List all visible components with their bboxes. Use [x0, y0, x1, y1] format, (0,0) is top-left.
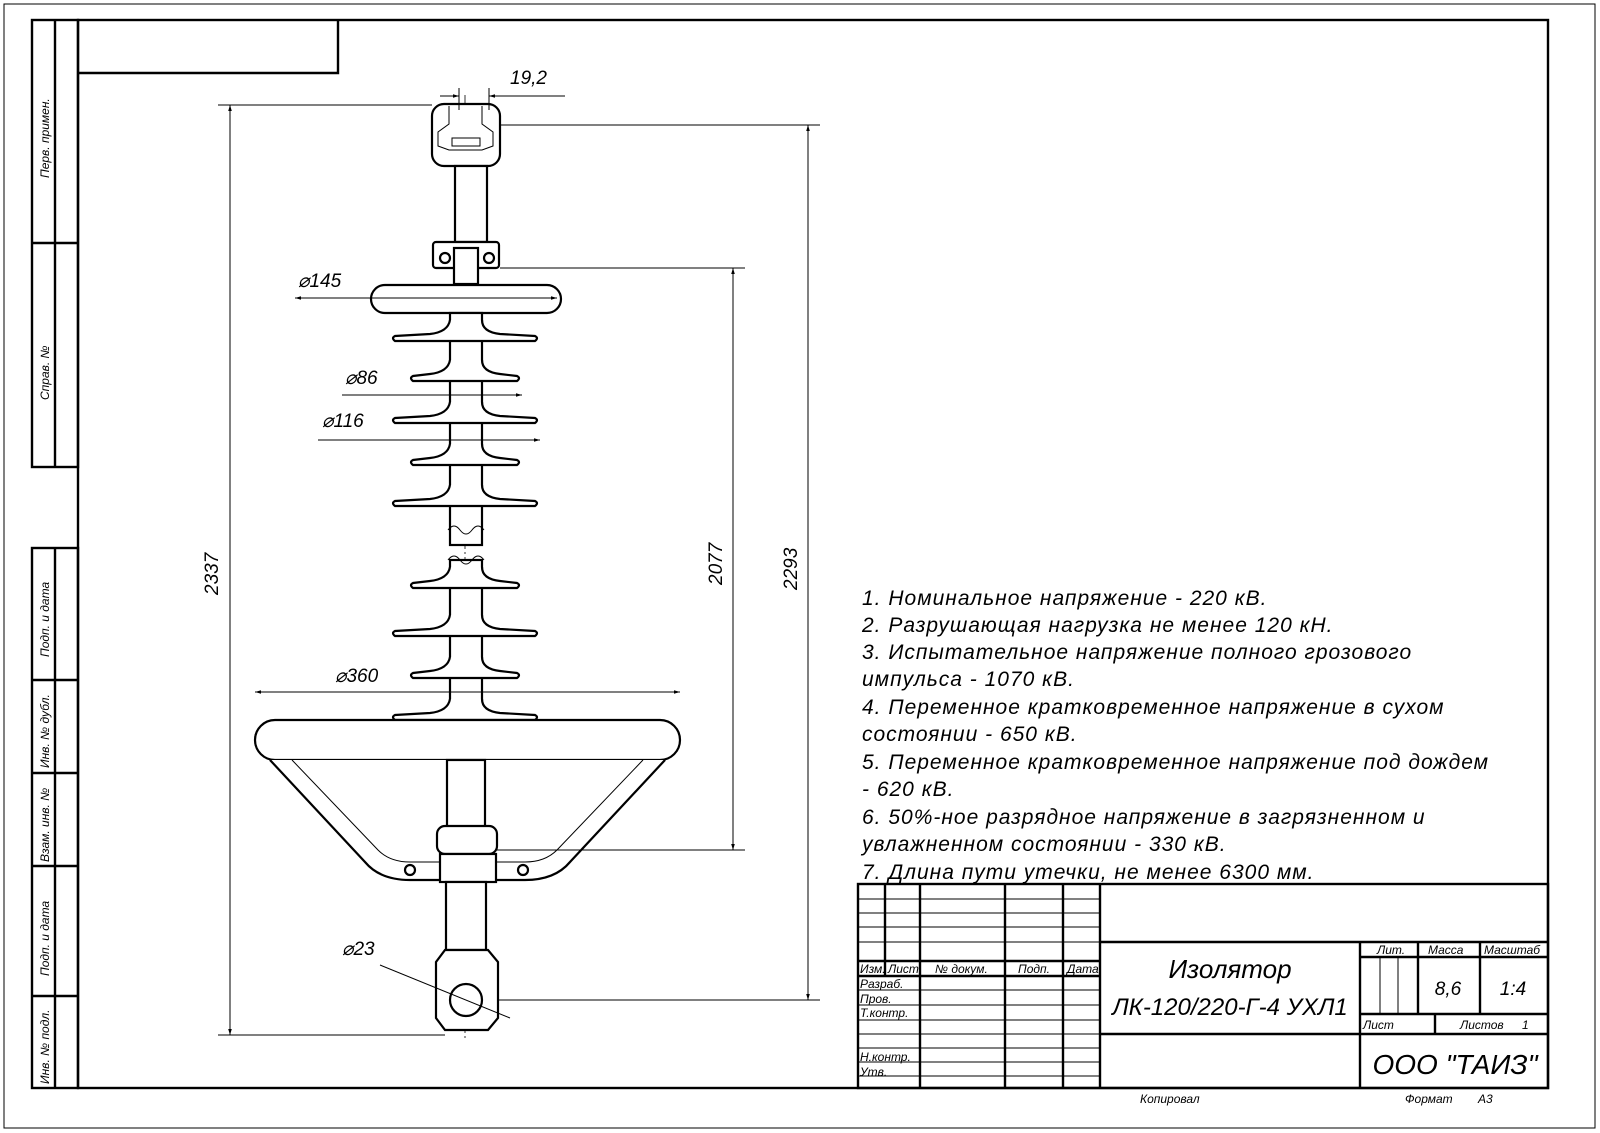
shed	[391, 401, 539, 425]
grading-ring-small	[369, 283, 563, 315]
company-name: ООО "ТАИЗ"	[1372, 1049, 1538, 1080]
header-sign: Подп.	[1018, 962, 1050, 976]
copied-label: Копировал	[1140, 1092, 1200, 1106]
dim-19-2: 19,2	[510, 68, 547, 89]
role-label: Т.контр.	[860, 1006, 908, 1020]
left-sidebar: Перв. примен. Справ. № Подп. и дата Инв.…	[30, 18, 80, 1090]
shed	[391, 698, 539, 722]
note-line: 2. Разрушающая нагрузка не менее 120 кН.	[861, 614, 1334, 637]
note-line: 3. Испытательное напряжение полного гроз…	[862, 641, 1412, 664]
grading-ring-large	[253, 718, 682, 762]
shed	[391, 484, 539, 508]
role-label: Разраб.	[860, 977, 903, 991]
sheets-label: Листов	[1459, 1018, 1504, 1032]
header-list: Лист	[887, 962, 919, 976]
dim-360: ⌀360	[335, 666, 379, 687]
shed	[409, 443, 521, 467]
note-line: 4. Переменное кратковременное напряжение…	[862, 696, 1445, 719]
sidebar-label: Справ. №	[38, 345, 52, 400]
role-label: Утв.	[859, 1065, 887, 1079]
dim-145: ⌀145	[298, 271, 342, 292]
role-label: Н.контр.	[860, 1050, 911, 1064]
note-line: 6. 50%-ное разрядное напряжение в загряз…	[862, 806, 1426, 829]
shed	[409, 656, 521, 680]
dim-2337: 2337	[202, 551, 223, 596]
dim-2293: 2293	[781, 547, 802, 591]
technical-notes: 1. Номинальное напряжение - 220 кВ. 2. Р…	[860, 587, 1489, 884]
sidebar-label: Подп. и дата	[38, 582, 52, 657]
dim-2077: 2077	[706, 541, 727, 586]
header-doc: № докум.	[935, 962, 988, 976]
note-line: 7. Длина пути утечки, не менее 6300 мм.	[862, 861, 1315, 884]
outer-frame	[3, 3, 1596, 1129]
shed	[391, 614, 539, 638]
shed	[391, 319, 539, 343]
sidebar-label: Перв. примен.	[38, 98, 52, 178]
mass-label: Масса	[1428, 943, 1464, 957]
lit-label: Лит.	[1376, 943, 1405, 957]
scale-label: Масштаб	[1484, 943, 1541, 957]
sidebar-label: Инв. № подл.	[38, 1010, 52, 1084]
top-left-box	[78, 20, 340, 75]
sidebar-label: Взам. инв. №	[38, 788, 52, 862]
scale-value: 1:4	[1500, 979, 1526, 1000]
dim-116: ⌀116	[322, 411, 364, 432]
bottom-fitting	[435, 824, 499, 856]
format-label: Формат	[1405, 1092, 1453, 1106]
note-line: 5. Переменное кратковременное напряжение…	[862, 751, 1489, 774]
header-izm: Изм.	[860, 962, 886, 976]
title-block: Изм. Лист № докум. Подп. Дата Разраб. Пр…	[856, 882, 1550, 1090]
sidebar-label: Инв. № дубл.	[38, 694, 52, 768]
sheets-value: 1	[1522, 1018, 1529, 1032]
sheet-label: Лист	[1362, 1018, 1394, 1032]
top-cap	[430, 102, 502, 168]
dim-86: ⌀86	[345, 368, 378, 389]
role-label: Пров.	[860, 992, 892, 1006]
rod	[453, 164, 489, 244]
mass-value: 8,6	[1435, 979, 1462, 1000]
shed	[409, 566, 521, 590]
header-date: Дата	[1065, 962, 1099, 976]
insulator-drawing	[253, 95, 682, 1040]
dim-23: ⌀23	[342, 939, 375, 960]
note-line: 1. Номинальное напряжение - 220 кВ.	[862, 587, 1267, 610]
sidebar-label: Подп. и дата	[38, 901, 52, 976]
note-line: увлажненном состоянии - 330 кВ.	[860, 833, 1227, 856]
product-model: ЛК-120/220-Г-4 УХЛ1	[1110, 994, 1348, 1021]
format-value: А3	[1477, 1092, 1493, 1106]
shed	[409, 359, 521, 383]
main-frame	[76, 18, 1550, 1090]
note-line: состоянии - 650 кВ.	[862, 723, 1078, 746]
note-line: - 620 кВ.	[862, 778, 954, 801]
note-line: импульса - 1070 кВ.	[862, 668, 1075, 691]
dimensions: 2337 2077 2293 19,2 ⌀145 ⌀86 ⌀116 ⌀360 ⌀…	[202, 68, 820, 1036]
sheds	[391, 319, 539, 722]
product-name: Изолятор	[1168, 954, 1291, 984]
